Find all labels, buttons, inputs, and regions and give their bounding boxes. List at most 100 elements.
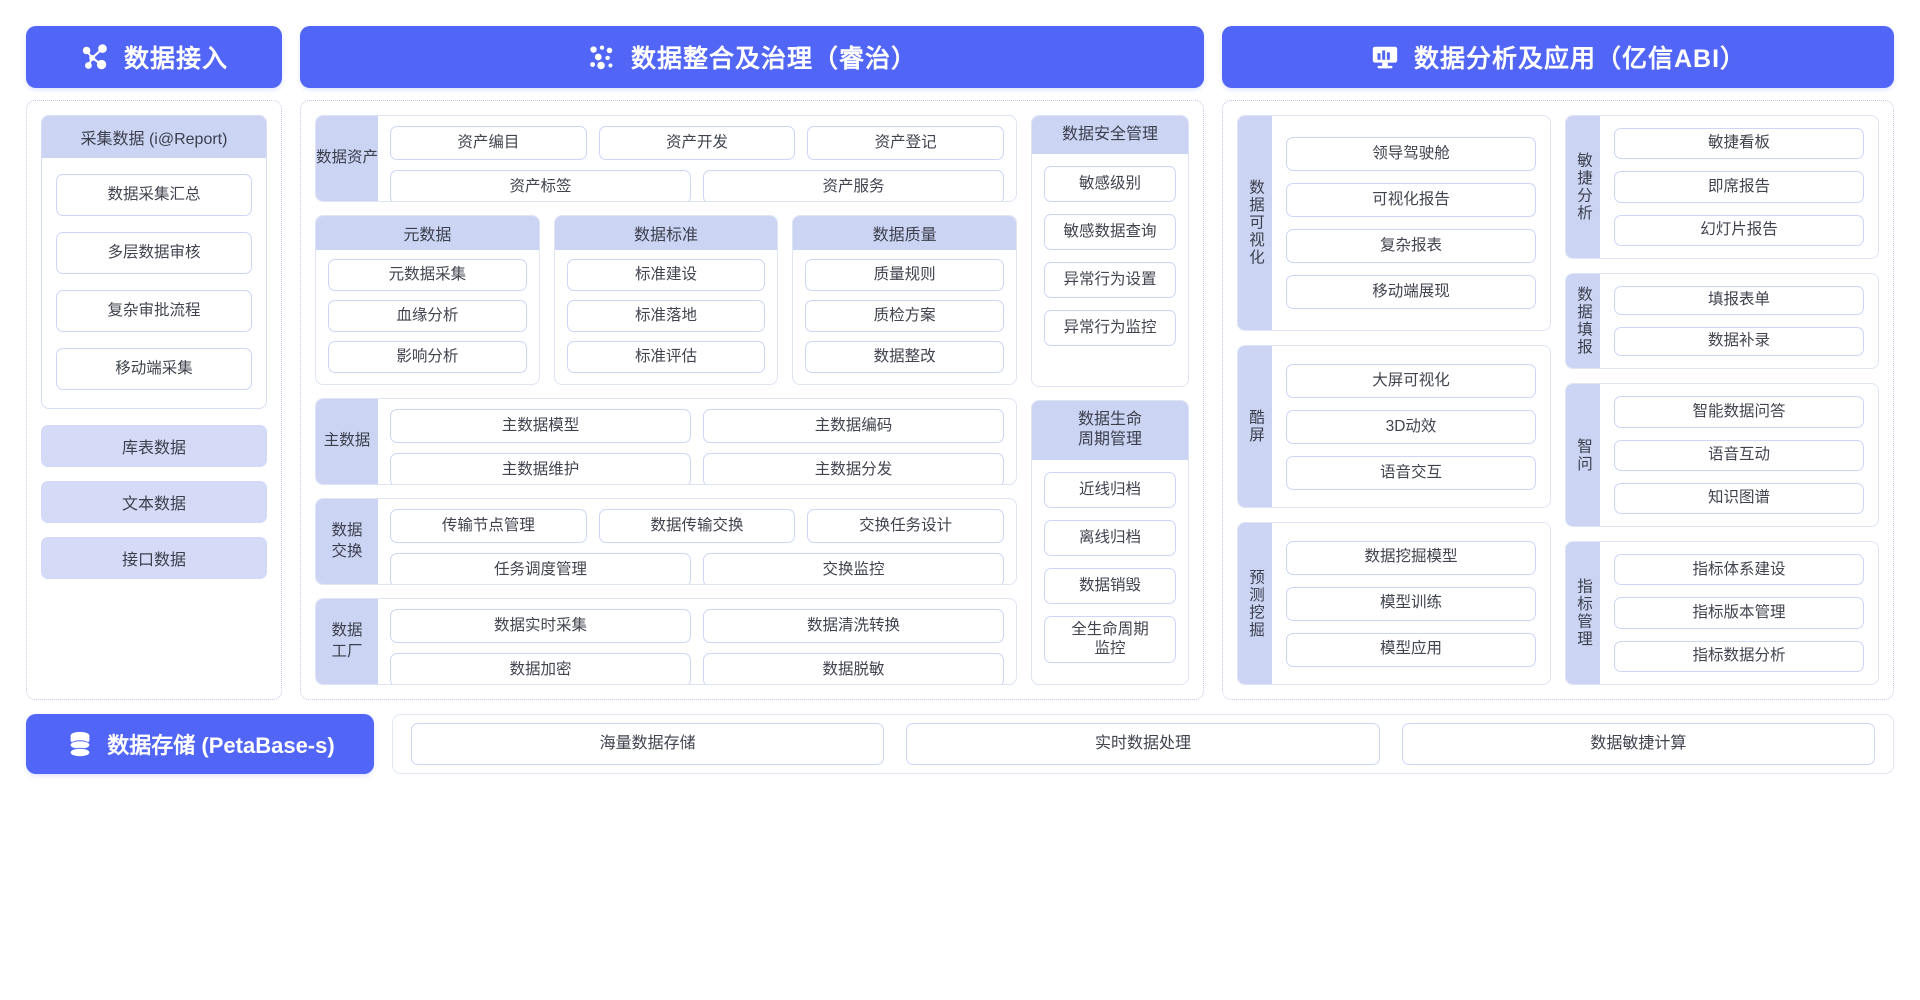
module-data-visualization-label: 数据可视化 (1238, 116, 1272, 331)
module-data-visualization: 数据可视化 领导驾驶舱 可视化报告 复杂报表 移动端展现 (1237, 115, 1551, 332)
module-data-exchange: 数据 交换 传输节点管理 数据传输交换 交换任务设计 任务调度管理 交换监控 (315, 498, 1017, 585)
list-item[interactable]: 标准评估 (566, 341, 766, 373)
list-item[interactable]: 资产编目 (390, 126, 587, 160)
column-data-governance: 数据资产 资产编目 资产开发 资产登记 资产标签 资产服务 (300, 100, 1204, 700)
card-data-quality: 数据质量 质量规则 质检方案 数据整改 (792, 215, 1018, 385)
header-data-governance[interactable]: 数据整合及治理（睿治） (300, 26, 1204, 88)
header-data-storage[interactable]: 数据存储 (PetaBase-s) (26, 714, 374, 774)
list-item[interactable]: 交换任务设计 (807, 509, 1005, 543)
list-item[interactable]: 异常行为设置 (1044, 262, 1176, 299)
card-metadata: 元数据 元数据采集 血缘分析 影响分析 (315, 215, 540, 385)
list-item[interactable]: 数据挖掘模型 (1286, 540, 1536, 575)
list-item[interactable]: 智能数据问答 (1614, 396, 1864, 428)
list-item[interactable]: 标准建设 (566, 259, 766, 291)
list-item[interactable]: 数据传输交换 (598, 509, 796, 543)
list-item[interactable]: 指标体系建设 (1614, 554, 1864, 586)
panel-data-lifecycle: 数据生命 周期管理 近线归档 离线归档 数据销毁 全生命周期 监控 (1031, 400, 1189, 685)
module-indicator-management-label: 指标管理 (1566, 542, 1600, 684)
header-data-ingest[interactable]: 数据接入 (26, 26, 282, 88)
header-data-analysis-label: 数据分析及应用（亿信ABI） (1413, 45, 1747, 73)
list-item[interactable]: 资产标签 (390, 170, 691, 201)
list-item[interactable]: 敏感级别 (1044, 166, 1176, 203)
header-data-governance-label: 数据整合及治理（睿治） (630, 45, 917, 73)
list-item[interactable]: 元数据采集 (328, 259, 527, 291)
list-item[interactable]: 数据脱敏 (703, 653, 1004, 684)
module-data-exchange-label: 数据 交换 (316, 499, 378, 584)
list-item[interactable]: 数据加密 (390, 653, 691, 684)
list-item[interactable]: 质检方案 (805, 300, 1005, 332)
list-item[interactable]: 近线归档 (1044, 471, 1176, 508)
list-item[interactable]: 主数据模型 (390, 409, 691, 443)
list-item[interactable]: 语音交互 (1286, 455, 1536, 490)
list-item[interactable]: 数据采集汇总 (56, 174, 252, 216)
list-item[interactable]: 离线归档 (1044, 519, 1176, 556)
analysis-panel: 数据可视化 领导驾驶舱 可视化报告 复杂报表 移动端展现 酷屏 大屏 (1222, 100, 1894, 700)
network-nodes-icon (82, 44, 107, 70)
list-item[interactable]: 填报表单 (1614, 285, 1864, 316)
list-item[interactable]: 3D动效 (1286, 409, 1536, 444)
list-item[interactable]: 主数据维护 (390, 453, 691, 484)
governance-panel: 数据资产 资产编目 资产开发 资产登记 资产标签 资产服务 (300, 100, 1204, 700)
list-item[interactable]: 接口数据 (41, 537, 267, 579)
list-item[interactable]: 资产开发 (598, 126, 796, 160)
list-item[interactable]: 实时数据处理 (906, 723, 1380, 765)
list-item[interactable]: 标准落地 (566, 300, 766, 332)
module-cool-screen: 酷屏 大屏可视化 3D动效 语音交互 (1237, 345, 1551, 509)
panel-data-lifecycle-title: 数据生命 周期管理 (1032, 401, 1188, 460)
list-item[interactable]: 数据补录 (1614, 327, 1864, 357)
list-item[interactable]: 指标数据分析 (1614, 640, 1864, 672)
module-predictive-mining-label: 预测挖掘 (1238, 523, 1272, 684)
list-item[interactable]: 数据整改 (805, 341, 1005, 373)
list-item[interactable]: 语音互动 (1614, 439, 1864, 471)
list-item[interactable]: 血缘分析 (328, 300, 527, 332)
card-data-quality-title: 数据质量 (793, 216, 1017, 250)
list-item[interactable]: 海量数据存储 (411, 723, 885, 765)
list-item[interactable]: 数据实时采集 (390, 609, 691, 643)
list-item[interactable]: 敏感数据查询 (1044, 214, 1176, 251)
list-item[interactable]: 交换监控 (703, 553, 1004, 584)
list-item[interactable]: 大屏可视化 (1286, 363, 1536, 398)
card-data-standard-title: 数据标准 (554, 216, 778, 250)
module-master-data: 主数据 主数据模型 主数据编码 主数据维护 主数据分发 (315, 398, 1017, 485)
card-data-standard: 数据标准 标准建设 标准落地 标准评估 (553, 215, 779, 385)
list-item[interactable]: 模型应用 (1286, 632, 1536, 667)
list-item[interactable]: 影响分析 (328, 341, 527, 373)
module-data-reporting-label: 数据填报 (1566, 273, 1600, 369)
list-item[interactable]: 移动端展现 (1286, 275, 1536, 310)
list-item[interactable]: 主数据编码 (703, 409, 1004, 443)
ingest-panel: 采集数据 (i@Report) 数据采集汇总 多层数据审核 复杂审批流程 移动端… (26, 100, 282, 700)
list-item[interactable]: 资产登记 (807, 126, 1005, 160)
list-item[interactable]: 数据销毁 (1044, 567, 1176, 604)
list-item[interactable]: 质量规则 (805, 259, 1005, 291)
list-item[interactable]: 任务调度管理 (390, 553, 691, 584)
list-item[interactable]: 库表数据 (41, 425, 267, 467)
list-item[interactable]: 全生命周期 监控 (1044, 615, 1176, 664)
list-item[interactable]: 移动端采集 (56, 348, 252, 390)
storage-row: 数据存储 (PetaBase-s) 海量数据存储 实时数据处理 数据敏捷计算 (26, 714, 1894, 774)
governance-trio: 元数据 元数据采集 血缘分析 影响分析 数据标准 标准建设 (315, 215, 1018, 385)
module-cool-screen-label: 酷屏 (1238, 346, 1272, 508)
header-data-analysis[interactable]: 数据分析及应用（亿信ABI） (1222, 26, 1894, 88)
list-item[interactable]: 知识图谱 (1614, 482, 1864, 515)
list-item[interactable]: 复杂报表 (1286, 229, 1536, 264)
list-item[interactable]: 复杂审批流程 (56, 290, 252, 332)
list-item[interactable]: 领导驾驶舱 (1286, 137, 1536, 172)
list-item[interactable]: 敏捷看板 (1614, 128, 1864, 160)
module-data-asset: 数据资产 资产编目 资产开发 资产登记 资产标签 资产服务 (315, 115, 1017, 202)
list-item[interactable]: 数据敏捷计算 (1401, 723, 1875, 765)
list-item[interactable]: 传输节点管理 (390, 509, 587, 543)
list-item[interactable]: 主数据分发 (703, 453, 1004, 484)
list-item[interactable]: 可视化报告 (1286, 183, 1536, 218)
list-item[interactable]: 数据清洗转换 (703, 609, 1004, 643)
list-item[interactable]: 指标版本管理 (1614, 597, 1864, 629)
list-item[interactable]: 多层数据审核 (56, 232, 252, 274)
list-item[interactable]: 异常行为监控 (1044, 310, 1176, 347)
list-item[interactable]: 即席报告 (1614, 171, 1864, 203)
analysis-right-column: 敏捷分析 敏捷看板 即席报告 幻灯片报告 数据填报 填报表单 数据补 (1565, 115, 1879, 685)
list-item[interactable]: 幻灯片报告 (1614, 214, 1864, 246)
panel-data-security-title: 数据安全管理 (1032, 116, 1188, 155)
list-item[interactable]: 模型训练 (1286, 586, 1536, 621)
list-item[interactable]: 资产服务 (703, 170, 1004, 201)
list-item[interactable]: 文本数据 (41, 481, 267, 523)
